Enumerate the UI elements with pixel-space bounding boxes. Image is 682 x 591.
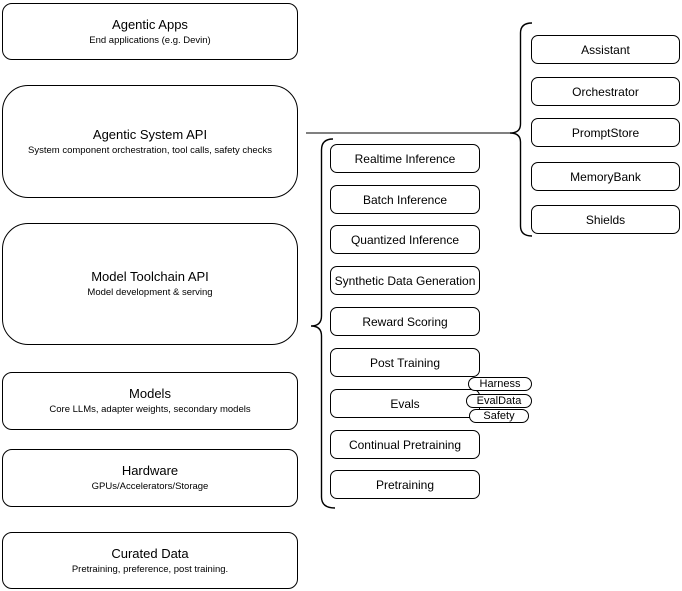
toolchain-node-batch-inference: Batch Inference [330, 185, 480, 214]
node-title: Model Toolchain API [91, 269, 209, 284]
node-subtitle: End applications (e.g. Devin) [89, 34, 211, 46]
eval-tag-evaldata: EvalData [466, 394, 532, 408]
system-node-memorybank: MemoryBank [531, 162, 680, 191]
eval-tag-safety: Safety [469, 409, 529, 423]
node-curated-data: Curated Data Pretraining, preference, po… [2, 532, 298, 589]
toolchain-node-synthetic-data-generation: Synthetic Data Generation [330, 266, 480, 295]
node-subtitle: Pretraining, preference, post training. [71, 563, 229, 575]
system-node-orchestrator: Orchestrator [531, 77, 680, 106]
node-agentic-apps: Agentic Apps End applications (e.g. Devi… [2, 3, 298, 60]
node-title: Agentic System API [92, 126, 208, 142]
toolchain-node-continual-pretraining: Continual Pretraining [330, 430, 480, 459]
toolchain-node-post-training: Post Training [330, 348, 480, 377]
node-subtitle: GPUs/Accelerators/Storage [91, 481, 209, 492]
node-model-toolchain-api: Model Toolchain API Model development & … [2, 223, 298, 345]
system-node-promptstore: PromptStore [531, 118, 680, 147]
node-subtitle: Core LLMs, adapter weights, secondary mo… [49, 404, 251, 415]
toolchain-node-reward-scoring: Reward Scoring [330, 307, 480, 336]
node-title: Curated Data [111, 545, 189, 561]
node-title: Models [129, 386, 171, 401]
toolchain-node-pretraining: Pretraining [330, 470, 480, 499]
node-title: Agentic Apps [112, 16, 188, 32]
node-agentic-system-api: Agentic System API System component orch… [2, 85, 298, 198]
system-node-assistant: Assistant [531, 35, 680, 64]
node-title: Hardware [121, 463, 179, 478]
toolchain-node-evals: Evals [330, 389, 480, 418]
system-components-brace [509, 22, 533, 237]
node-models: Models Core LLMs, adapter weights, secon… [2, 372, 298, 430]
toolchain-node-realtime-inference: Realtime Inference [330, 144, 480, 173]
system-node-shields: Shields [531, 205, 680, 234]
node-hardware: Hardware GPUs/Accelerators/Storage [2, 449, 298, 507]
node-subtitle: Model development & serving [87, 287, 213, 298]
node-subtitle: System component orchestration, tool cal… [28, 144, 272, 156]
eval-tag-harness: Harness [468, 377, 532, 391]
toolchain-node-quantized-inference: Quantized Inference [330, 225, 480, 254]
